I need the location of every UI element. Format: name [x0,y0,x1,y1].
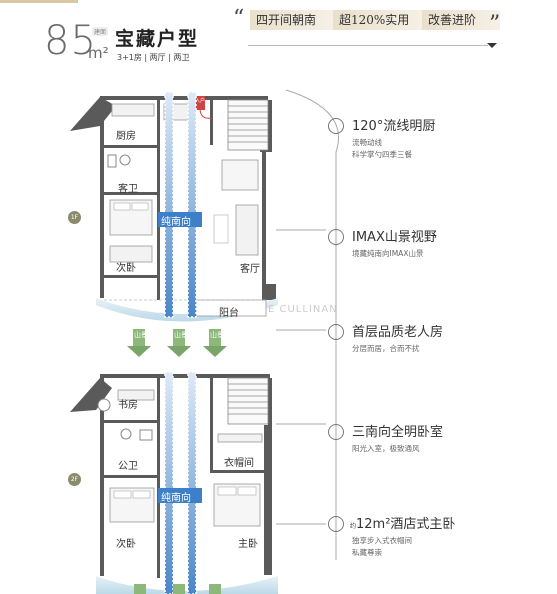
floor2-south-arrows [158,371,202,594]
area-tag: 建面 [92,27,109,36]
room-guest-bath: 客卫 [118,184,138,195]
feature-title: 三南向全明卧室 [352,425,444,440]
room-second-bedroom-2f: 次卧 [116,539,136,550]
watermark: E CULLINAN [268,304,338,315]
mountain-tag-1: 山景 [134,331,148,339]
selling-point-2: 超120%实用 [333,10,425,30]
floor2-label: 2F [68,473,81,486]
mountain-icon [328,229,344,245]
feature-title: 120°流线明厨 [352,119,436,134]
feature-title: 12m²酒店式主卧 [356,517,456,532]
floor2-plan [70,374,278,594]
feature-subtitle: 境藏纯南向IMAX山景 [352,249,424,258]
top-accent-line [0,0,78,3]
bed-icon [328,516,344,532]
area-number: 85 [44,18,97,64]
mountain-arrows [127,329,227,357]
floor1-plan [70,96,278,322]
selling-point-1: 四开间朝南 [250,10,334,30]
feature-subtitle-2: 科学掌勺四季三餐 [352,150,412,159]
feature-title: IMAX山景视野 [352,230,437,245]
room-public-bath: 公卫 [118,461,138,472]
selling-point-3: 改善进阶 [422,10,500,30]
header: 85 建面 m² 宝藏户型 3+1房 | 两厅 | 两卫 “ 四开间朝南 超12… [0,0,557,80]
mountain-tag-3: 山景 [210,331,224,339]
header-rule [248,45,488,46]
room-cloakroom: 衣帽间 [224,458,254,469]
entrance-label: 入户 [195,98,206,104]
header-triangle-icon [487,43,497,48]
south-label-2f: 纯南向 [161,493,191,504]
room-study: 书房 [118,400,138,411]
diamond-icon [328,424,344,440]
floor1-south-arrows [158,91,202,318]
floor1-label: 1F [68,211,81,224]
feature-subtitle-2: 私藏尊崇 [352,548,382,557]
quote-right: ” [489,12,501,37]
pot-icon [328,118,344,134]
kitchen-angle-wall [70,97,116,131]
type-title: 宝藏户型 [115,28,200,50]
feature-subtitle: 独享步入式衣帽间 [352,536,412,545]
room-living: 客厅 [240,264,260,275]
feature-subtitle: 分层而居，合而不扰 [352,344,420,353]
feature-subtitle: 流畅动线 [352,138,382,147]
feature-connector [276,89,340,560]
room-second-bedroom-1f: 次卧 [116,263,136,274]
bottom-mountain-arrows [134,584,221,594]
feature-title-prefix: 约 [350,523,357,530]
mountain-tag-2: 山景 [174,331,188,339]
feature-subtitle: 阳光入室，极致通风 [352,444,420,453]
feature-title: 首层品质老人房 [352,325,444,340]
south-label-1f: 纯南向 [161,217,191,228]
quote-left: “ [233,6,245,31]
room-balcony: 阳台 [219,308,239,319]
feature-title-wrap: 约12m²酒店式主卧 [350,513,455,532]
room-kitchen: 厨房 [116,131,136,142]
room-master-bedroom: 主卧 [238,539,258,550]
area-unit: m² [88,44,109,62]
chat-icon [328,324,344,340]
rooms-info: 3+1房 | 两厅 | 两卫 [117,53,190,62]
